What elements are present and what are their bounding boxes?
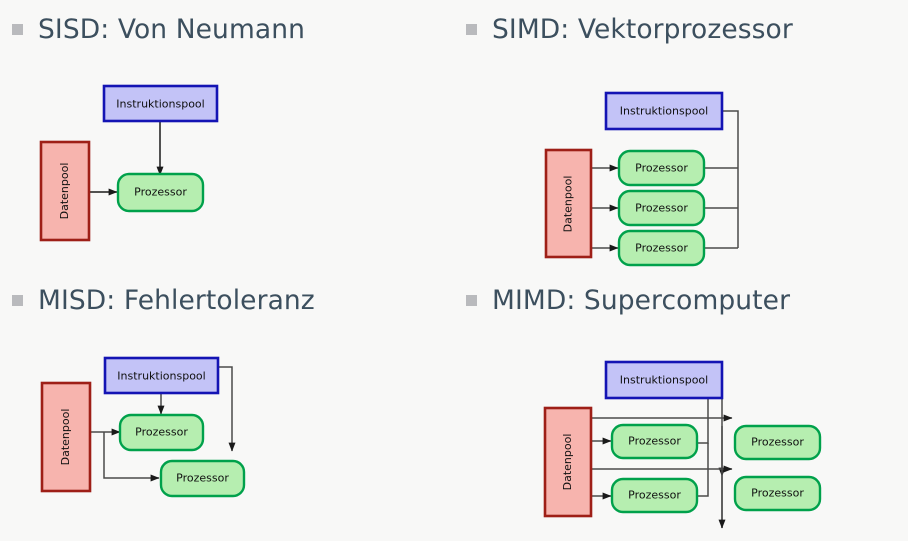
node-processor-1[interactable] xyxy=(116,172,205,213)
node-processor-2[interactable] xyxy=(159,459,246,498)
node-processor-inner-2-label: Prozessor xyxy=(628,489,681,502)
node-processor-1-label: Prozessor xyxy=(135,426,188,439)
node-processor-inner-1-label: Prozessor xyxy=(628,435,681,448)
node-processor-3-label: Prozessor xyxy=(635,242,688,255)
node-data-pool-label: Datenpool xyxy=(562,176,575,233)
edge-instruction-bus xyxy=(722,110,739,248)
node-instruction-pool-label: Instruktionspool xyxy=(116,98,204,111)
heading-sisd-label: SISD: Von Neumann xyxy=(38,14,305,45)
node-processor-2[interactable] xyxy=(617,189,706,227)
node-processor-outer-1-label: Prozessor xyxy=(751,436,804,449)
node-instruction-pool[interactable] xyxy=(604,91,724,131)
quadrant-simd: SIMD: Vektorprozessor xyxy=(454,0,908,270)
node-instruction-pool-label: Instruktionspool xyxy=(117,370,205,383)
heading-simd: SIMD: Vektorprozessor xyxy=(466,14,793,45)
quadrant-mimd: MIMD: Supercomputer xyxy=(454,271,908,541)
edge-dpool-to-proc-2 xyxy=(103,432,160,482)
diagram-misd: Instruktionspool Datenpool Prozessor Pro… xyxy=(0,271,454,541)
quadrant-sisd: SISD: Von Neumann Instruktionspool Date xyxy=(0,0,454,270)
node-data-pool-label: Datenpool xyxy=(561,434,574,491)
heading-misd-label: MISD: Fehlertoleranz xyxy=(38,285,315,316)
node-processor-outer-2[interactable] xyxy=(733,475,822,512)
node-instruction-pool-label: Instruktionspool xyxy=(620,374,708,387)
node-instruction-pool[interactable] xyxy=(604,360,724,400)
quadrant-misd: MISD: Fehlertoleranz Instrukt xyxy=(0,271,454,541)
node-processor-1-label: Prozessor xyxy=(635,162,688,175)
node-data-pool[interactable] xyxy=(543,406,593,518)
heading-mimd: MIMD: Supercomputer xyxy=(466,285,790,316)
heading-sisd: SISD: Von Neumann xyxy=(12,14,305,45)
node-instruction-pool[interactable] xyxy=(103,356,220,395)
bullet-square-icon xyxy=(12,295,23,306)
heading-mimd-label: MIMD: Supercomputer xyxy=(492,285,791,316)
node-data-pool-label: Datenpool xyxy=(59,409,72,466)
node-processor-1[interactable] xyxy=(118,413,205,452)
node-processor-outer-2-label: Prozessor xyxy=(751,487,804,500)
node-processor-inner-2[interactable] xyxy=(610,477,699,514)
bullet-square-icon xyxy=(466,24,477,35)
heading-misd: MISD: Fehlertoleranz xyxy=(12,285,315,316)
bullet-square-icon xyxy=(466,295,477,306)
node-processor-1[interactable] xyxy=(617,149,706,187)
diagram-sisd: Instruktionspool Datenpool Prozessor xyxy=(0,0,454,270)
heading-simd-label: SIMD: Vektorprozessor xyxy=(492,14,793,45)
node-processor-2-label: Prozessor xyxy=(176,472,229,485)
diagram-mimd: Instruktionspool Datenpool Prozessor Pro… xyxy=(454,271,908,541)
bullet-square-icon xyxy=(12,24,23,35)
node-processor-1-label: Prozessor xyxy=(134,186,187,199)
diagram-simd: Instruktionspool Datenpool Prozessor Pro… xyxy=(454,0,908,270)
node-processor-3[interactable] xyxy=(617,229,706,267)
node-instruction-pool[interactable] xyxy=(102,84,219,123)
node-data-pool[interactable] xyxy=(39,140,91,242)
node-instruction-pool-label: Instruktionspool xyxy=(620,105,708,118)
node-data-pool[interactable] xyxy=(40,381,92,493)
node-processor-inner-1[interactable] xyxy=(610,423,699,460)
node-data-pool-label: Datenpool xyxy=(58,163,71,220)
edge-ipool-to-proc-2 xyxy=(215,366,236,452)
node-processor-outer-1[interactable] xyxy=(733,424,822,461)
node-data-pool[interactable] xyxy=(544,148,593,259)
node-processor-2-label: Prozessor xyxy=(635,202,688,215)
